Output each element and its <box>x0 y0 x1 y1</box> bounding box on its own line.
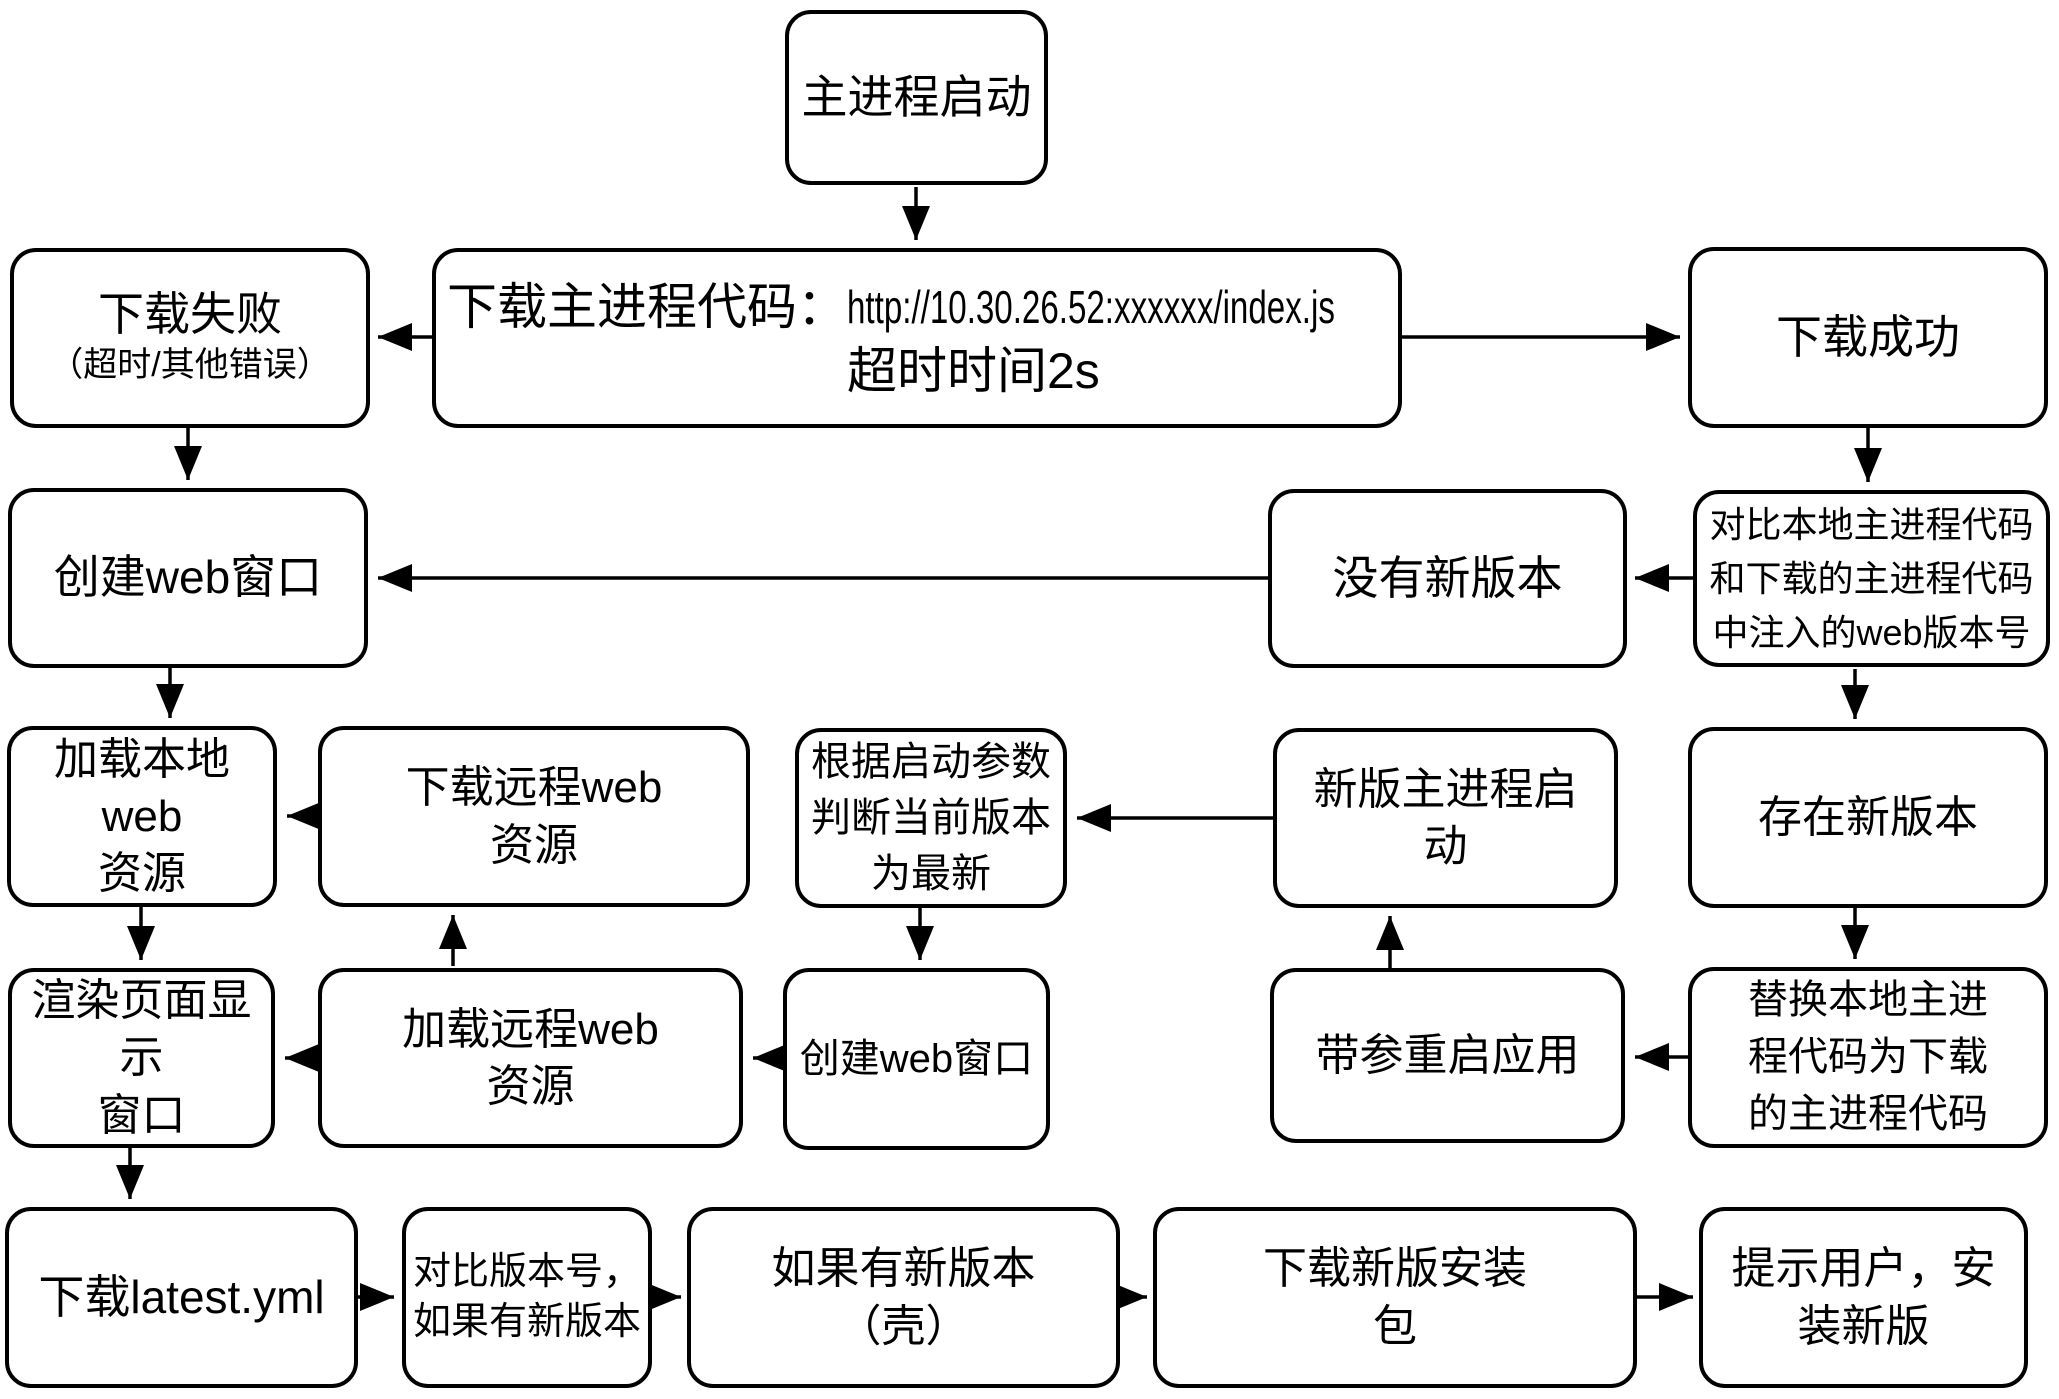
node-label: 存在新版本 <box>1758 792 1978 842</box>
node-label: 根据启动参数 判断当前版本 为最新 <box>811 740 1051 896</box>
flow-node-has-new-version: 存在新版本 <box>1688 727 2048 908</box>
flow-node-download-installer: 下载新版安装 包 <box>1153 1207 1637 1388</box>
node-label: 对比本地主进程代码 和下载的主进程代码 中注入的web版本号 <box>1709 503 2034 653</box>
node-label: 加载本地web 资源 <box>54 734 230 899</box>
download-main-url-column: http://10.30.26.52:xxxxxx/index.js 超时时间2… <box>847 274 1387 402</box>
flow-node-judge-latest-by-args: 根据启动参数 判断当前版本 为最新 <box>795 728 1067 908</box>
flow-node-no-new-version: 没有新版本 <box>1268 489 1627 668</box>
flow-node-download-latest-yml: 下载latest.yml <box>5 1207 358 1388</box>
node-label: 下载新版安装 包 <box>1263 1244 1527 1351</box>
flow-node-download-remote-web: 下载远程web 资源 <box>318 726 750 907</box>
node-label: 下载成功 <box>1776 310 1960 363</box>
flow-node-create-window-left: 创建web窗口 <box>8 488 368 668</box>
node-label: 没有新版本 <box>1332 551 1563 604</box>
flow-node-replace-local-code: 替换本地主进 程代码为下载 的主进程代码 <box>1688 967 2048 1148</box>
node-label: 带参重启应用 <box>1315 1030 1580 1080</box>
node-label: 创建web窗口 <box>53 551 323 604</box>
flow-node-main-start: 主进程启动 <box>785 10 1048 185</box>
node-label: 对比版本号， 如果有新版本 <box>412 1251 641 1343</box>
node-label: 新版主进程启 动 <box>1313 764 1578 871</box>
flow-node-compare-version-number: 对比版本号， 如果有新版本 <box>402 1207 652 1388</box>
flow-node-load-local-web: 加载本地web 资源 <box>7 726 277 907</box>
node-label: 创建web窗口 <box>799 1037 1034 1081</box>
flow-node-prompt-install: 提示用户，安 装新版 <box>1699 1207 2028 1388</box>
flow-node-create-window-mid: 创建web窗口 <box>783 968 1050 1150</box>
node-label: 提示用户，安 装新版 <box>1731 1244 1996 1351</box>
node-label: 替换本地主进 程代码为下载 的主进程代码 <box>1748 978 1988 1136</box>
node-label: 下载latest.yml <box>38 1270 325 1323</box>
flow-node-download-main: 下载主进程代码： http://10.30.26.52:xxxxxx/index… <box>432 248 1402 428</box>
flow-node-compare-web-version: 对比本地主进程代码 和下载的主进程代码 中注入的web版本号 <box>1693 490 2050 667</box>
flow-node-render-page-window: 渲染页面显示 窗口 <box>8 968 275 1148</box>
node-label: 如果有新版本 （壳） <box>771 1244 1036 1351</box>
node-label: 主进程启动 <box>801 70 1032 123</box>
node-label-prefix: 下载主进程代码： <box>447 279 847 335</box>
flow-node-download-fail: 下载失败 （超时/其他错误） <box>10 248 370 428</box>
flow-node-new-version-shell: 如果有新版本 （壳） <box>687 1207 1120 1388</box>
node-label: 下载失败 <box>98 288 282 341</box>
flow-node-load-remote-web: 加载远程web 资源 <box>318 968 743 1148</box>
node-url-box: http://10.30.26.52:xxxxxx/index.js <box>847 274 1387 340</box>
node-timeout-note: 超时时间2s <box>847 343 1100 399</box>
download-main-content: 下载主进程代码： http://10.30.26.52:xxxxxx/index… <box>447 274 1387 402</box>
node-url: http://10.30.26.52:xxxxxx/index.js <box>847 281 1335 333</box>
flow-node-restart-with-args: 带参重启应用 <box>1270 968 1625 1143</box>
node-sublabel: （超时/其他错误） <box>49 345 331 384</box>
flow-node-new-main-start: 新版主进程启 动 <box>1273 728 1618 908</box>
node-label: 渲染页面显示 窗口 <box>31 976 252 1140</box>
node-label: 加载远程web 资源 <box>402 1004 659 1111</box>
node-label: 下载远程web 资源 <box>405 763 663 870</box>
flow-node-download-success: 下载成功 <box>1688 247 2048 428</box>
